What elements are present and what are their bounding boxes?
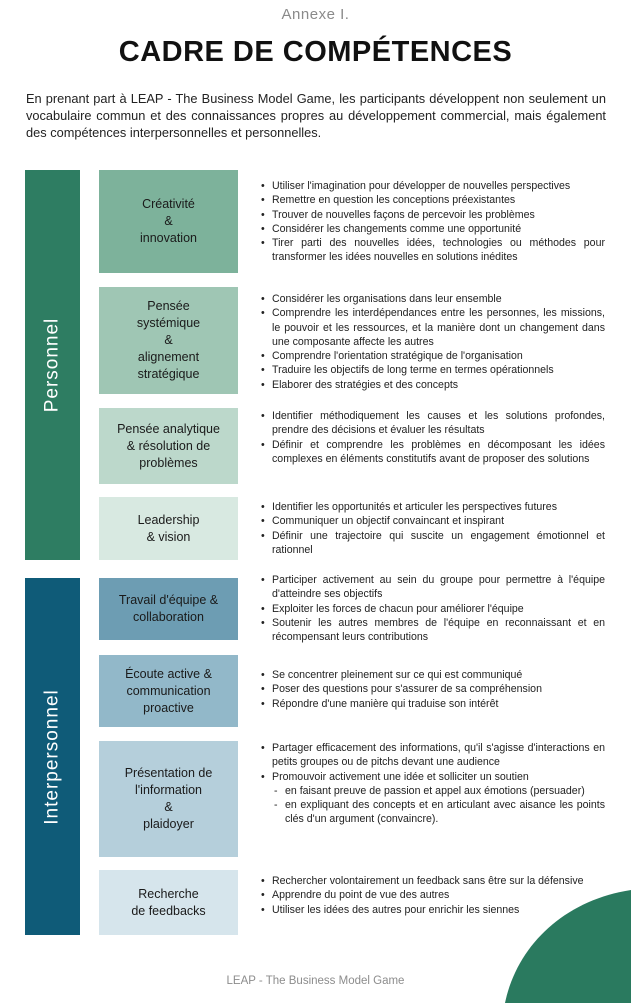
competence-block: Créativité & innovation [99,170,238,273]
section-label: Interpersonnel [41,688,63,825]
footer: LEAP - The Business Model Game [226,975,405,987]
bullet-item: Se concentrer pleinement sur ce qui est … [260,668,605,683]
bullet-list: Partager efficacement des informations, … [260,741,605,827]
bullet-item: Considérer les organisations dans leur e… [260,292,605,307]
intro-paragraph: En prenant part à LEAP - The Business Mo… [26,91,606,140]
bullet-item: Définir et comprendre les problèmes en d… [260,438,605,467]
competence-name: Recherche de feedbacks [131,886,206,918]
competence-name: Pensée analytique & résolution de problè… [117,421,220,470]
bullet-list: Identifier méthodiquement les causes et … [260,409,605,466]
section-bar-personnel: Personnel [25,170,80,560]
bullet-list: Se concentrer pleinement sur ce qui est … [260,668,605,711]
corner-decoration [505,890,631,1003]
sub-bullet-item: en expliquant des concepts et en articul… [260,798,605,827]
bullet-item: Soutenir les autres membres de l'équipe … [260,616,605,645]
bullet-item: Considérer les changements comme une opp… [260,222,605,237]
bullet-item: Exploiter les forces de chacun pour amél… [260,602,605,617]
bullet-item: Traduire les objectifs de long terme en … [260,363,605,378]
competence-block: Pensée analytique & résolution de problè… [99,408,238,484]
competence-description: Considérer les organisations dans leur e… [260,292,605,392]
bullet-item: Trouver de nouvelles façons de percevoir… [260,208,605,223]
bullet-item: Partager efficacement des informations, … [260,741,605,770]
sub-bullet-item: en faisant preuve de passion et appel au… [260,784,605,799]
bullet-item: Tirer parti des nouvelles idées, technol… [260,236,605,265]
competence-description: Identifier les opportunités et articuler… [260,500,605,557]
bullet-item: Identifier les opportunités et articuler… [260,500,605,515]
competence-name: Leadership & vision [137,512,200,544]
bullet-item: Identifier méthodiquement les causes et … [260,409,605,438]
competence-block: Écoute active & communication proactive [99,655,238,727]
page-title: CADRE DE COMPÉTENCES [118,36,513,68]
competence-name: Travail d'équipe & collaboration [118,593,219,624]
competence-description: Identifier méthodiquement les causes et … [260,409,605,466]
competence-block: Travail d'équipe & collaboration [99,578,238,640]
section-label: Personnel [41,317,63,413]
bullet-item: Utiliser l'imagination pour développer d… [260,179,605,194]
bullet-item: Définir une trajectoire qui suscite un e… [260,529,605,558]
competence-name: Écoute active & communication proactive [125,666,212,715]
section-bar-interpersonnel: Interpersonnel [25,578,80,935]
competence-block: Présentation de l'information & plaidoye… [99,741,238,857]
bullet-list: Utiliser l'imagination pour développer d… [260,179,605,265]
bullet-item: Poser des questions pour s'assurer de sa… [260,682,605,697]
bullet-item: Apprendre du point de vue des autres [260,888,605,903]
bullet-item: Communiquer un objectif convaincant et i… [260,514,605,529]
competence-block: Pensée systémique & alignement stratégiq… [99,287,238,394]
annex-label: Annexe I. [281,6,350,23]
competence-name: Présentation de l'information & plaidoye… [124,766,213,831]
bullet-item: Participer activement au sein du groupe … [260,573,605,602]
bullet-list: Considérer les organisations dans leur e… [260,292,605,392]
bullet-item: Utiliser les idées des autres pour enric… [260,903,605,918]
competence-description: Se concentrer pleinement sur ce qui est … [260,668,605,711]
competence-description: Rechercher volontairement un feedback sa… [260,874,605,917]
bullet-item: Répondre d'une manière qui traduise son … [260,697,605,712]
competence-name: Créativité & innovation [140,197,197,245]
competence-description: Utiliser l'imagination pour développer d… [260,179,605,265]
competence-description: Participer activement au sein du groupe … [260,573,605,644]
bullet-item: Elaborer des stratégies et des concepts [260,378,605,393]
bullet-list: Identifier les opportunités et articuler… [260,500,605,557]
competence-description: Partager efficacement des informations, … [260,741,605,827]
bullet-list: Rechercher volontairement un feedback sa… [260,874,605,917]
bullet-list: Participer activement au sein du groupe … [260,573,605,644]
bullet-item: Rechercher volontairement un feedback sa… [260,874,605,889]
bullet-item: Comprendre l'orientation stratégique de … [260,349,605,364]
bullet-item: Comprendre les interdépendances entre le… [260,306,605,349]
competence-block: Recherche de feedbacks [99,870,238,935]
bullet-item: Remettre en question les conceptions pré… [260,193,605,208]
competence-block: Leadership & vision [99,497,238,560]
bullet-item: Promouvoir activement une idée et sollic… [260,770,605,785]
competence-name: Pensée systémique & alignement stratégiq… [136,299,201,381]
